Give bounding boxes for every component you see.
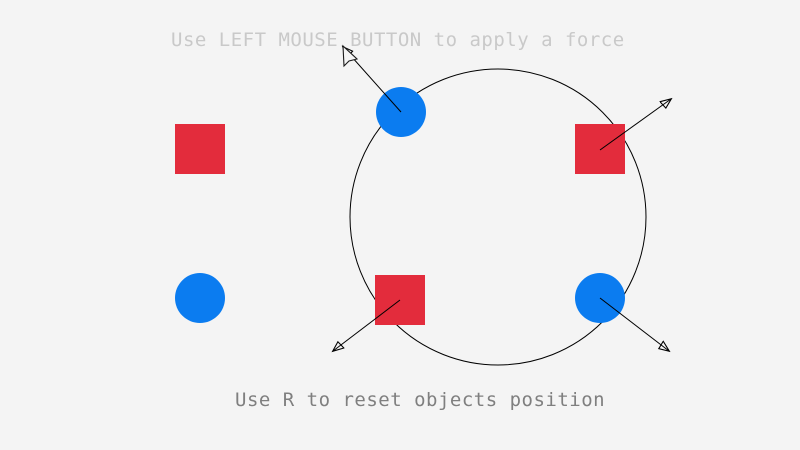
force-vector-arrow (333, 299, 401, 351)
cursor-arrow-icon (342, 44, 359, 68)
hint-text-apply-force: Use LEFT MOUSE BUTTON to apply a force (171, 29, 625, 51)
mouse-cursor (342, 44, 359, 68)
body-square[interactable] (575, 124, 625, 174)
boundary-circle (349, 68, 647, 366)
body-square[interactable] (175, 124, 225, 174)
hint-text-reset-objects: Use R to reset objects position (235, 389, 606, 411)
force-vector-arrow (599, 297, 669, 351)
body-circle[interactable] (175, 273, 225, 323)
force-vector-arrow (599, 99, 671, 151)
bodies-group (175, 87, 625, 325)
